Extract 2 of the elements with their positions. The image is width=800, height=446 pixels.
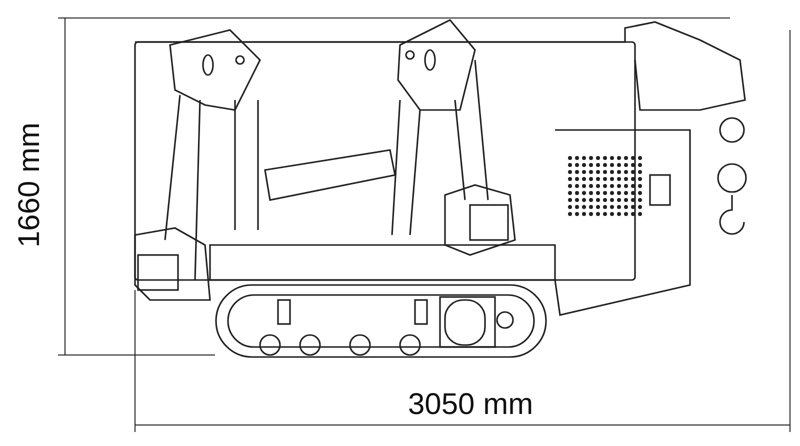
dimension-label: 1660 mm: [15, 121, 45, 250]
dimension-label: 3050 mm: [408, 390, 534, 420]
